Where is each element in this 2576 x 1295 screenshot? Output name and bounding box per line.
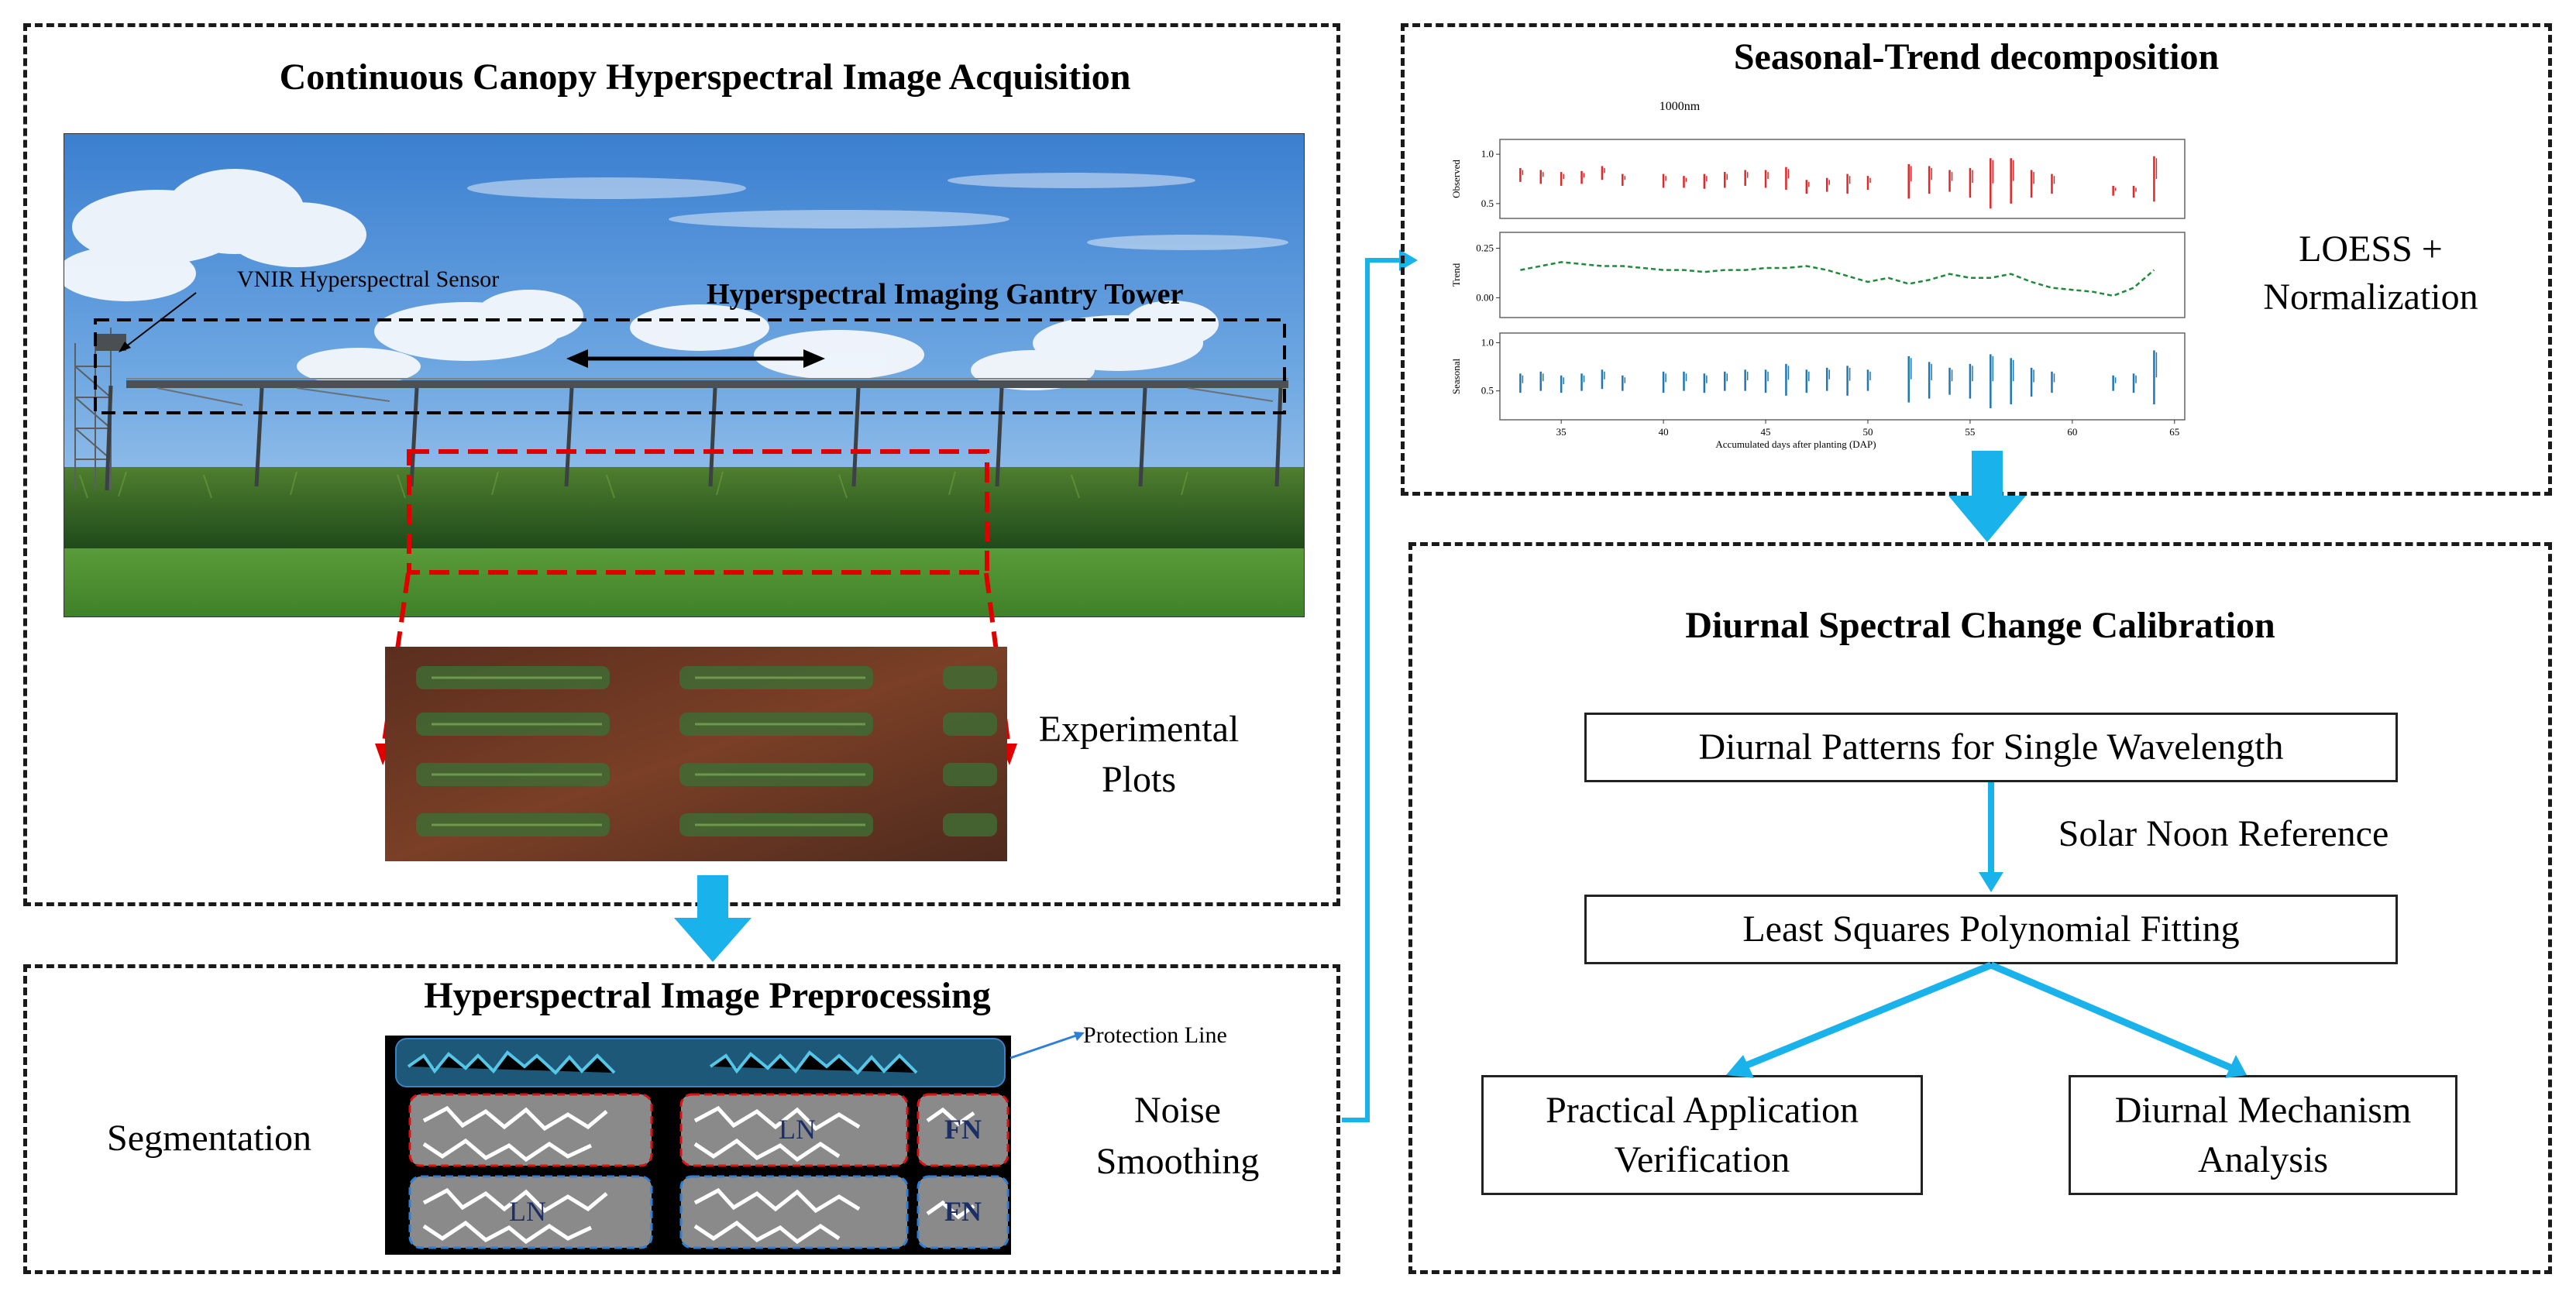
fn-label-bottom: FN [944,1196,982,1227]
y-axis-label: Seasonal [1450,359,1462,395]
arrow-down-1 [674,875,751,962]
x-tick-label: 60 [2067,426,2077,438]
x-tick-label: 45 [1761,426,1771,438]
practical-application-box: Practical Application Verification [1481,1075,1923,1195]
experimental-plots-image [385,647,1007,861]
loess-label-line2: Normalization [2263,277,2478,318]
seasonal-title: Seasonal-Trend decomposition [1733,36,2220,77]
mechanism-line1: Diurnal Mechanism [2114,1089,2412,1131]
x-tick-label: 65 [2169,426,2179,438]
y-tick-label: 0.5 [1481,385,1494,397]
diurnal-mechanism-box: Diurnal Mechanism Analysis [2069,1075,2457,1195]
noise-label-line1: Noise [1134,1090,1221,1131]
sensor-label: VNIR Hyperspectral Sensor [237,266,500,292]
protection-line-pointer [1009,1032,1085,1060]
x-axis-label: Accumulated days after planting (DAP) [1715,438,1876,450]
x-tick-label: 50 [1862,426,1873,438]
preprocessing-panel [23,964,1340,1274]
practical-line1: Practical Application [1546,1089,1859,1131]
y-tick-label: 0.25 [1476,242,1494,253]
y-axis-label: Trend [1450,263,1462,287]
field-photo [64,133,1305,617]
chart-title: 1000nm [1659,100,1701,113]
subplot-frame [1499,139,2186,219]
x-tick-label: 55 [1965,426,1975,438]
noise-label-line2: Smoothing [1095,1141,1260,1182]
subplot-frame [1499,332,2186,421]
gantry-label: Hyperspectral Imaging Gantry Tower [707,278,1184,311]
plots-label-line1: Experimental [1038,709,1240,750]
preprocessing-title: Hyperspectral Image Preprocessing [424,975,991,1016]
diurnal-patterns-text: Diurnal Patterns for Single Wavelength [1698,727,2284,768]
trend-line [1520,261,2155,297]
ln-label-bottom: LN [509,1196,546,1227]
arrow-down-2 [1948,451,2026,542]
y-tick-label: 0.00 [1476,291,1494,303]
solar-noon-label: Solar Noon Reference [2058,813,2389,854]
fn-label-top: FN [944,1114,982,1145]
stl-chart: 1000nm0.51.0Observed0.000.25Trend0.51.0S… [1450,100,2186,450]
segmentation-label: Segmentation [107,1118,311,1159]
segmentation-image: FN FN LN LN [385,1036,1011,1255]
acquisition-title: Continuous Canopy Hyperspectral Image Ac… [279,57,1131,98]
ln-label-top: LN [779,1114,816,1145]
mechanism-line2: Analysis [2198,1139,2328,1180]
y-tick-label: 1.0 [1481,336,1494,348]
loess-label-line1: LOESS + [2299,228,2443,270]
subplot-frame [1499,232,2186,318]
plots-label-line2: Plots [1101,759,1177,800]
acquisition-panel [23,23,1340,906]
x-tick-label: 35 [1556,426,1567,438]
protection-line-label: Protection Line [1083,1022,1227,1048]
least-squares-text: Least Squares Polynomial Fitting [1742,909,2240,950]
diurnal-title: Diurnal Spectral Change Calibration [1685,605,2275,646]
y-tick-label: 0.5 [1481,198,1494,209]
y-axis-label: Observed [1450,160,1462,198]
y-tick-label: 1.0 [1481,148,1494,160]
least-squares-box: Least Squares Polynomial Fitting [1584,895,2398,964]
practical-line2: Verification [1614,1139,1790,1180]
diurnal-patterns-box: Diurnal Patterns for Single Wavelength [1584,713,2398,782]
diurnal-flow-arrows [1726,782,2247,1078]
x-tick-label: 40 [1659,426,1669,438]
diurnal-panel [1408,542,2552,1274]
